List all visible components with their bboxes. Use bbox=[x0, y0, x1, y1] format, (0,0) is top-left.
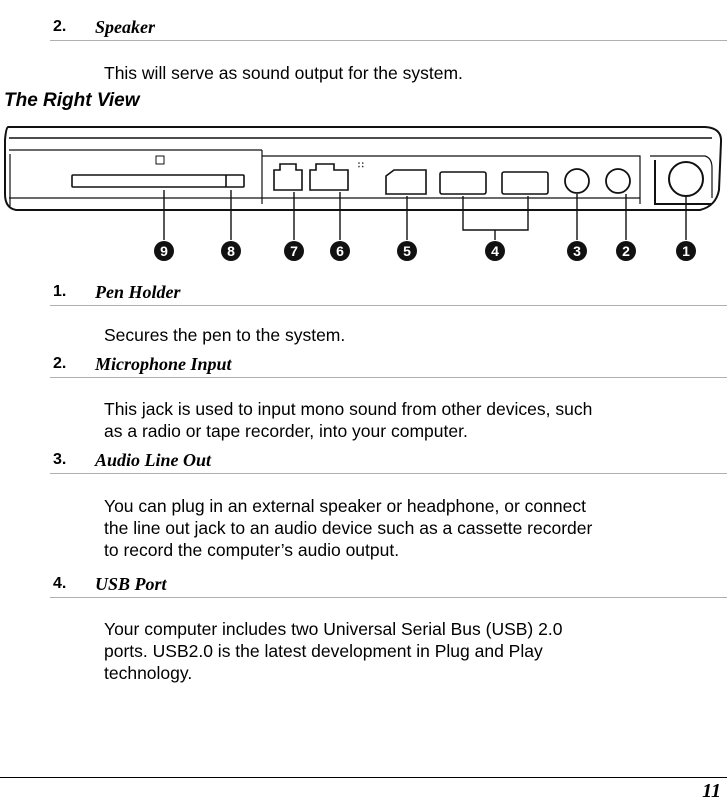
svg-text:∷: ∷ bbox=[358, 160, 364, 170]
svg-text:1: 1 bbox=[682, 243, 690, 259]
usb-ports-drawing bbox=[439, 171, 549, 195]
audio-line-out-description: You can plug in an external speaker or h… bbox=[104, 495, 719, 561]
item-number: 1. bbox=[53, 283, 67, 300]
usb-port-description: Your computer includes two Universal Ser… bbox=[104, 618, 719, 684]
callout-2: 2 bbox=[616, 241, 636, 261]
usb-port-heading: 4. USB Port bbox=[50, 574, 727, 598]
svg-text:5: 5 bbox=[403, 243, 411, 259]
svg-text:2: 2 bbox=[622, 243, 630, 259]
speaker-description: This will serve as sound output for the … bbox=[104, 63, 463, 83]
page-number: 11 bbox=[702, 780, 721, 802]
svg-text:3: 3 bbox=[573, 243, 581, 259]
pen-holder-slot-drawing bbox=[71, 155, 245, 188]
audio-jacks-drawing bbox=[564, 168, 631, 194]
text-line: ports. USB2.0 is the latest development … bbox=[104, 641, 543, 661]
text-line: as a radio or tape recorder, into your c… bbox=[104, 421, 468, 441]
callout-8: 8 bbox=[221, 241, 241, 261]
lan-modem-ports-drawing: ∷ bbox=[273, 160, 364, 191]
text-line: Secures the pen to the system. bbox=[104, 325, 346, 345]
section-heading: The Right View bbox=[4, 90, 140, 111]
text-line: to record the computer’s audio output. bbox=[104, 540, 400, 560]
callout-3: 3 bbox=[567, 241, 587, 261]
callout-7: 7 bbox=[284, 241, 304, 261]
item-title: Audio Line Out bbox=[95, 450, 212, 470]
text-line: the line out jack to an audio device suc… bbox=[104, 518, 593, 538]
callout-6: 6 bbox=[330, 241, 350, 261]
callout-4: 4 bbox=[485, 241, 505, 261]
text-line: technology. bbox=[104, 663, 193, 683]
item-title: Speaker bbox=[95, 17, 155, 37]
item-title: Microphone Input bbox=[95, 354, 232, 374]
item-number: 2. bbox=[53, 355, 67, 372]
video-port-drawing bbox=[385, 169, 427, 195]
item-title: USB Port bbox=[95, 574, 167, 594]
svg-text:8: 8 bbox=[227, 243, 235, 259]
pen-holder-heading: 1. Pen Holder bbox=[50, 282, 727, 306]
svg-text:6: 6 bbox=[336, 243, 344, 259]
svg-text:4: 4 bbox=[491, 243, 499, 259]
right-view-diagram: ∷ 9 8 bbox=[4, 126, 723, 261]
item-number: 3. bbox=[53, 451, 67, 468]
callout-lines bbox=[163, 190, 687, 240]
audio-line-out-heading: 3. Audio Line Out bbox=[50, 450, 727, 474]
footer-divider bbox=[0, 777, 727, 778]
callout-9: 9 bbox=[154, 241, 174, 261]
pen-holder-description: Secures the pen to the system. bbox=[104, 324, 719, 346]
callout-1: 1 bbox=[676, 241, 696, 261]
svg-text:7: 7 bbox=[290, 243, 298, 259]
svg-text:9: 9 bbox=[160, 243, 168, 259]
chassis-outline bbox=[4, 126, 723, 211]
microphone-input-description: This jack is used to input mono sound fr… bbox=[104, 398, 719, 442]
item-number: 2. bbox=[53, 18, 67, 35]
callout-5: 5 bbox=[397, 241, 417, 261]
pen-holder-drawing bbox=[654, 160, 712, 205]
speaker-heading: 2. Speaker bbox=[50, 17, 727, 41]
callout-badges: 9 8 7 6 5 4 3 2 bbox=[154, 241, 696, 261]
text-line: Your computer includes two Universal Ser… bbox=[104, 619, 563, 639]
text-line: This jack is used to input mono sound fr… bbox=[104, 399, 593, 419]
microphone-input-heading: 2. Microphone Input bbox=[50, 354, 727, 378]
item-number: 4. bbox=[53, 575, 67, 592]
text-line: You can plug in an external speaker or h… bbox=[104, 496, 586, 516]
item-title: Pen Holder bbox=[95, 282, 181, 302]
